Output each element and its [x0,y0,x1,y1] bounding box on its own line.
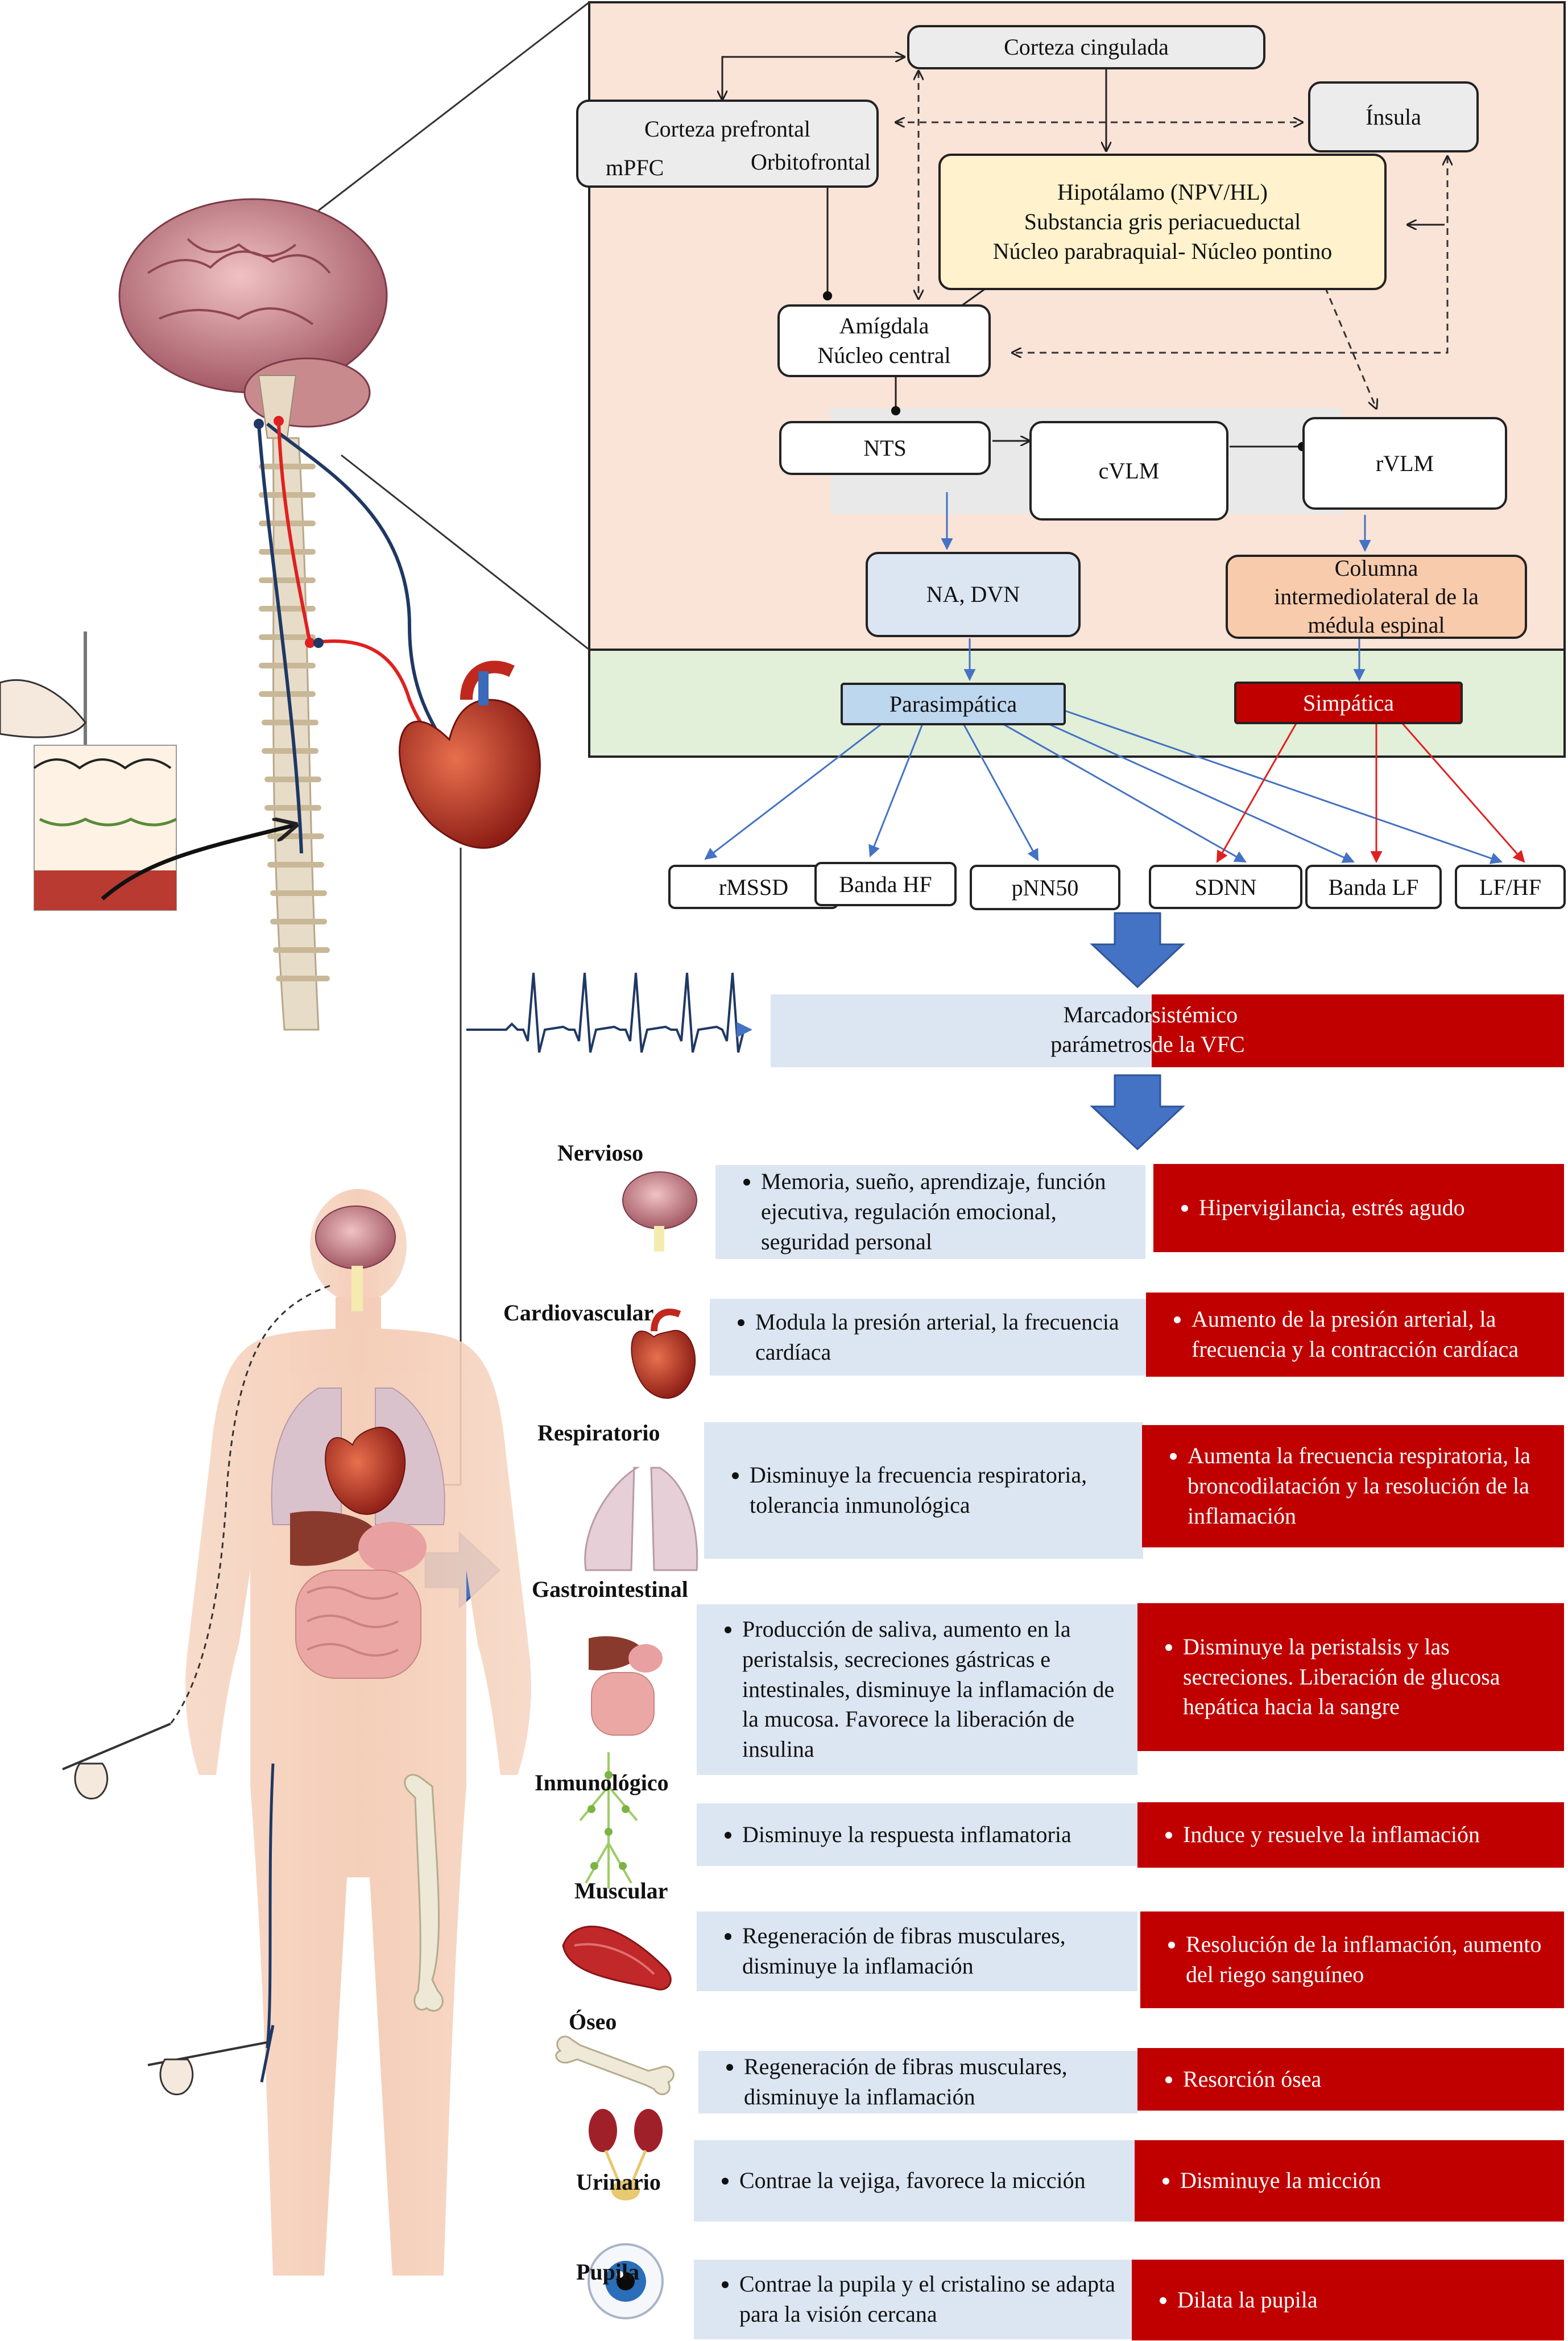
effect-text: Disminuye la respuesta inflamatoria [742,1820,1071,1850]
effect-text: Resolución de la inflamación, aumento de… [1186,1930,1547,1990]
effect-text: Induce y resuelve la inflamación [1183,1820,1480,1850]
marker-right: sistémico [1152,1002,1238,1027]
node-prefrontal-cortex: Corteza prefrontal mPFC Orbitofrontal [576,100,879,188]
effect-text: Contrae la vejiga, favorece la micción [739,2166,1086,2196]
parasympathetic-effect-urinario: Contrae la vejiga, favorece la micción [694,2140,1137,2222]
effect-text: Hipervigilancia, estrés agudo [1199,1193,1465,1223]
parasympathetic-effect-muscular: Regeneración de fibras musculares, dismi… [697,1911,1137,1991]
metric-banda-lf: Banda LF [1305,865,1442,909]
icon-art [555,1171,698,2319]
parasympathetic-effect-respiratorio: Disminuye la frecuencia respiratoria, to… [704,1422,1143,1559]
node-cingulate-cortex: Corteza cingulada [907,25,1265,69]
marker-text-line2: parámetros de la VFC [771,1031,1564,1058]
effect-text: Producción de saliva, aumento en la peri… [742,1615,1120,1765]
metric-pnn50: pNN50 [970,865,1120,910]
system-label-gastrointestinal: Gastrointestinal [532,1576,688,1602]
sympathetic-effect-gastrointestinal: Disminuye la peristalsis y las secrecion… [1137,1603,1564,1751]
effect-text: Memoria, sueño, aprendizaje, función eje… [761,1167,1128,1257]
effect-text: Aumento de la presión arterial, la frecu… [1191,1304,1547,1365]
node-amygdala: Amígdala Núcleo central [777,304,991,377]
metric-sdnn: SDNN [1149,865,1302,909]
marker-right2: de la VFC [1152,1031,1245,1057]
human-body [185,1189,531,2276]
sympathetic-effect-oseo: Resorción ósea [1137,2048,1564,2111]
sympathetic-effect-nervioso: Hipervigilancia, estrés agudo [1153,1164,1564,1252]
spinal-cord [254,416,451,1031]
effect-text: Resorción ósea [1183,2065,1321,2095]
parasympathetic-effect-cardiovascular: Modula la presión arterial, la frecuenci… [710,1299,1147,1376]
brain-illustration [118,198,388,439]
parasympathetic-effect-pupila: Contrae la pupila y el cristalino se ada… [694,2260,1135,2339]
node-sympathetic: Simpática [1234,682,1463,724]
sympathetic-effect-cardiovascular: Aumento de la presión arterial, la frecu… [1146,1293,1564,1377]
prefrontal-orbitofrontal: Orbitofrontal [750,149,871,175]
parasympathetic-effect-oseo: Regeneración de fibras musculares, dismi… [698,2051,1137,2113]
lungs-body [271,1388,445,1525]
node-rvlm: rVLM [1302,417,1507,510]
marker-left: Marcador [1063,1002,1152,1027]
effect-text: Aumenta la frecuencia respiratoria, la b… [1188,1441,1547,1531]
needle-skin-illustration [0,631,296,911]
node-intermediolateral-column: Columna intermediolateral de la médula e… [1226,555,1527,639]
effect-text: Dilata la pupila [1177,2285,1318,2315]
system-label-nervioso: Nervioso [557,1140,644,1166]
system-label-muscular: Muscular [574,1878,668,1904]
effect-text: Disminuye la peristalsis y las secrecion… [1183,1632,1547,1722]
sympathetic-effect-respiratorio: Aumenta la frecuencia respiratoria, la b… [1142,1425,1564,1547]
digestive-icon [543,1604,544,1605]
prefrontal-mpfc: mPFC [606,155,664,180]
prefrontal-title: Corteza prefrontal [644,116,811,142]
parasympathetic-effect-inmunologico: Disminuye la respuesta inflamatoria [697,1803,1137,1866]
node-na-dvn: NA, DVN [866,552,1081,637]
system-label-respiratorio: Respiratorio [537,1420,660,1446]
parasympathetic-effect-nervioso: Memoria, sueño, aprendizaje, función eje… [715,1165,1145,1259]
systemic-marker-bar: Marcador sistémico parámetros de la VFC [771,994,1564,1067]
sympathetic-effect-pupila: Dilata la pupila [1132,2260,1564,2340]
parasympathetic-effect-gastrointestinal: Producción de saliva, aumento en la peri… [697,1604,1137,1775]
marker-left2: parámetros [1050,1031,1152,1057]
node-hypothalamus: Hipotálamo (NPV/HL) Substancia gris peri… [938,154,1387,290]
effect-text: Disminuye la micción [1180,2166,1381,2196]
heart-illustration-top [399,660,541,849]
system-label-urinario: Urinario [576,2169,661,2195]
effect-text: Regeneración de fibras musculares, dismi… [744,2052,1120,2112]
sympathetic-effect-urinario: Disminuye la micción [1135,2140,1564,2222]
marker-text-line1: Marcador sistémico [771,1001,1564,1028]
system-label-pupila: Pupila [576,2259,640,2285]
effect-text: Contrae la pupila y el cristalino se ada… [739,2269,1118,2330]
sympathetic-effect-muscular: Resolución de la inflamación, aumento de… [1140,1911,1564,2008]
node-nts: NTS [779,421,991,475]
effect-text: Disminuye la frecuencia respiratoria, to… [750,1460,1126,1521]
node-cvlm: cVLM [1029,421,1228,521]
metric-rmssd: rMSSD [668,865,839,909]
ecg-trace [466,972,745,1053]
system-label-oseo: Óseo [569,2009,617,2034]
node-insula: Ínsula [1308,81,1479,152]
system-label-cardiovascular: Cardiovascular [503,1300,654,1326]
system-label-inmunologico: Inmunológico [535,1770,669,1795]
node-parasympathetic: Parasimpática [841,683,1066,725]
metric-lf-hf: LF/HF [1455,865,1566,909]
effect-text: Modula la presión arterial, la frecuenci… [755,1307,1130,1368]
effect-text: Regeneración de fibras musculares, dismi… [742,1921,1120,1981]
metric-banda-hf: Banda HF [814,862,957,906]
sympathetic-effect-inmunologico: Induce y resuelve la inflamación [1137,1802,1564,1868]
